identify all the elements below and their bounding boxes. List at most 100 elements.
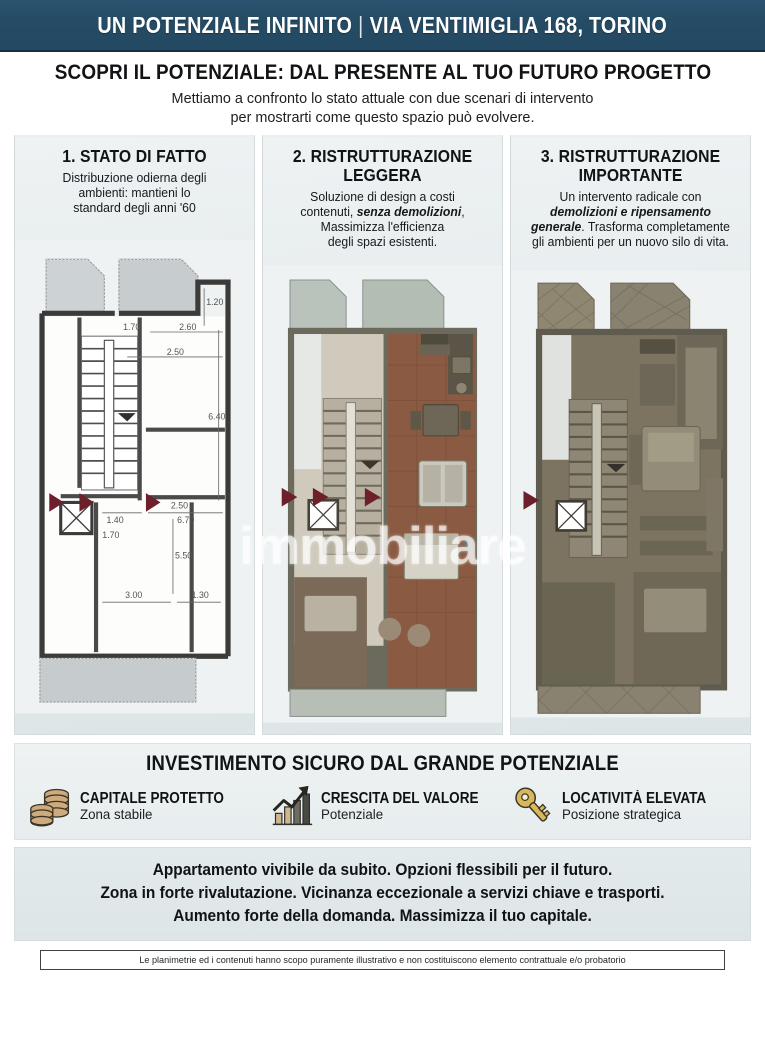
header-title: UN POTENZIALE INFINITO|VIA VENTIMIGLIA 1… — [98, 12, 668, 39]
closing-section: Appartamento vivibile da subito. Opzioni… — [14, 847, 751, 941]
benefit-1-sub: Zona stabile — [80, 805, 153, 822]
benefit-locativita-elevata: LOCATIVITÀ ELEVATA Posizione strategica — [503, 783, 744, 829]
dimension-lines — [102, 288, 223, 603]
panel-2-desc-emphasis: senza demolizioni — [356, 204, 462, 219]
svg-text:2.60: 2.60 — [179, 322, 196, 332]
panel-2-desc-post: , — [461, 204, 465, 219]
fixture-box — [307, 498, 340, 531]
panel-2-description: Soluzione di design a costi contenuti, s… — [272, 190, 492, 250]
panel-2-title-line-2: LEGGERA — [343, 164, 422, 185]
panel-1-desc-line-3: standard degli anni '60 — [73, 201, 196, 216]
closing-line-2: Zona in forte rivalutazione. Vicinanza e… — [100, 882, 665, 902]
panel-2-title-line-1: 2. RISTRUTTURAZIONE — [292, 146, 473, 167]
panel-2-title: 2. RISTRUTTURAZIONE LEGGERA — [280, 147, 484, 184]
kitchen-furniture — [418, 333, 473, 395]
panel-1-description: Distribuzione odierna degli ambienti: ma… — [24, 171, 244, 216]
panel-3-title: 3. RISTRUTTURAZIONE IMPORTANTE — [528, 147, 732, 184]
panel-3-head: 3. RISTRUTTURAZIONE IMPORTANTE Un interv… — [511, 137, 750, 254]
fixture-box — [555, 499, 588, 532]
closing-line-1: Appartamento vivibile da subito. Opzioni… — [152, 860, 613, 880]
panel-1-desc-line-2: ambienti: mantieni lo — [78, 185, 191, 200]
benefits-section: INVESTIMENTO SICURO DAL GRANDE POTENZIAL… — [14, 743, 751, 841]
panel-ristrutturazione-leggera[interactable]: 2. RISTRUTTURAZIONE LEGGERA Soluzione di… — [262, 135, 503, 736]
bedroom-furniture — [403, 532, 475, 580]
svg-text:1.30: 1.30 — [192, 590, 209, 600]
svg-text:1.70: 1.70 — [123, 322, 140, 332]
benefit-2-label: CRESCITA DEL VALORE — [321, 789, 479, 807]
growth-chart-icon — [272, 785, 313, 826]
door-marker-icon — [49, 493, 161, 512]
panel-1-title: 1. STATO DI FATTO — [62, 146, 207, 167]
staircase-rendered — [322, 397, 382, 555]
counter-furniture — [639, 478, 723, 556]
closing-line-3: Aumento forte della domanda. Massimizza … — [173, 905, 592, 925]
staircase-rendered — [568, 398, 628, 558]
benefit-1-label: CAPITALE PROTETTO — [80, 789, 224, 807]
panel-3-description: Un intervento radicale con demolizioni e… — [520, 190, 740, 250]
panel-3-title-line-2: IMPORTANTE — [578, 164, 683, 185]
coins-icon — [30, 788, 70, 827]
balcony-hatch-top — [45, 258, 199, 312]
floorplan-rendered-olive-svg — [511, 270, 750, 718]
benefit-2-sub: Potenziale — [321, 805, 384, 822]
panel-3-desc-line-3: generale. Trasforma completamente — [523, 220, 737, 235]
header-address: VIA VENTIMIGLIA 168, TORINO — [369, 11, 668, 38]
benefits-row: CAPITALE PROTETTO Zona stabile — [21, 783, 744, 829]
disclaimer-text: Le planimetrie ed i contenuti hanno scop… — [139, 953, 626, 965]
living-furniture — [629, 425, 701, 492]
panel-2-desc-line-1: Soluzione di design a costi — [310, 189, 455, 204]
floorplan-technical-svg: 1.20 1.70 2.60 2.50 6.40 1.40 1.70 2.50 … — [15, 240, 254, 714]
dining-furniture — [410, 404, 471, 437]
key-icon — [515, 787, 551, 822]
svg-text:1.70: 1.70 — [102, 530, 119, 540]
panel-2-desc-line-2: contenuti, senza demolizioni, — [275, 205, 489, 220]
subhead-body: Mettiamo a confronto lo stato attuale co… — [29, 89, 737, 127]
panel-2-head: 2. RISTRUTTURAZIONE LEGGERA Soluzione di… — [263, 137, 502, 254]
svg-text:3.00: 3.00 — [125, 590, 142, 600]
subhead-line-2: per mostrarti come questo spazio può evo… — [230, 109, 535, 127]
svg-text:2.50: 2.50 — [167, 347, 184, 357]
staircase-glyph — [80, 335, 139, 491]
panel-3-desc-post: . Trasforma completamente — [581, 219, 730, 234]
panel-2-desc-line-4: degli spazi esistenti. — [327, 234, 438, 249]
header-separator: | — [358, 11, 364, 38]
benefit-capitale-protetto: CAPITALE PROTETTO Zona stabile — [21, 783, 262, 829]
benefit-1-text: CAPITALE PROTETTO Zona stabile — [80, 790, 244, 823]
dimension-labels: 1.20 1.70 2.60 2.50 6.40 1.40 1.70 2.50 … — [102, 297, 225, 600]
subhead-line-1: Mettiamo a confronto lo stato attuale co… — [171, 90, 594, 108]
comparison-panels: 1. STATO DI FATTO Distribuzione odierna … — [0, 135, 765, 736]
door-marker-icon — [281, 487, 381, 507]
benefit-crescita-del-valore: CRESCITA DEL VALORE Potenziale — [262, 783, 503, 829]
panel-2-desc-pre: contenuti, — [300, 204, 357, 219]
balcony-hatch-bottom — [39, 657, 197, 703]
fixture-box — [59, 501, 94, 536]
door-marker-icon — [523, 490, 540, 510]
floorplan-rendered-warm-svg — [263, 265, 502, 723]
benefits-title: INVESTIMENTO SICURO DAL GRANDE POTENZIAL… — [146, 752, 619, 776]
panel-stato-di-fatto[interactable]: 1. STATO DI FATTO Distribuzione odierna … — [14, 135, 255, 736]
svg-text:1.20: 1.20 — [206, 297, 223, 307]
panel-3-desc-emphasis-1: demolizioni e ripensamento — [550, 204, 711, 219]
svg-text:6.70: 6.70 — [177, 515, 194, 525]
panel-3-desc-line-4: gli ambienti per un nuovo silo di vita. — [532, 234, 729, 249]
subhead-title: SCOPRI IL POTENZIALE: DAL PRESENTE AL TU… — [54, 60, 712, 84]
svg-text:5.50: 5.50 — [175, 551, 192, 561]
header-bar: UN POTENZIALE INFINITO|VIA VENTIMIGLIA 1… — [0, 0, 765, 52]
benefit-3-label: LOCATIVITÀ ELEVATA — [562, 789, 707, 807]
living-furniture — [418, 460, 468, 508]
header-left-title: UN POTENZIALE INFINITO — [97, 11, 353, 38]
panel-1-desc-line-1: Distribuzione odierna degli — [62, 170, 207, 185]
svg-text:2.50: 2.50 — [171, 501, 188, 511]
svg-text:6.40: 6.40 — [208, 411, 225, 421]
panel-ristrutturazione-importante[interactable]: 3. RISTRUTTURAZIONE IMPORTANTE Un interv… — [510, 135, 751, 736]
benefit-3-text: LOCATIVITÀ ELEVATA Posizione strategica — [562, 790, 726, 823]
benefit-3-sub: Posizione strategica — [562, 805, 682, 822]
disclaimer-box: Le planimetrie ed i contenuti hanno scop… — [40, 949, 725, 970]
benefit-2-text: CRESCITA DEL VALORE Potenziale — [321, 790, 500, 823]
subhead-section: SCOPRI IL POTENZIALE: DAL PRESENTE AL TU… — [0, 52, 765, 136]
panel-3-floorplan[interactable] — [511, 258, 750, 730]
panel-1-floorplan[interactable]: 1.20 1.70 2.60 2.50 6.40 1.40 1.70 2.50 … — [15, 224, 254, 730]
panel-2-floorplan[interactable] — [263, 258, 502, 730]
panel-3-desc-line-1: Un intervento radicale con — [559, 189, 702, 204]
